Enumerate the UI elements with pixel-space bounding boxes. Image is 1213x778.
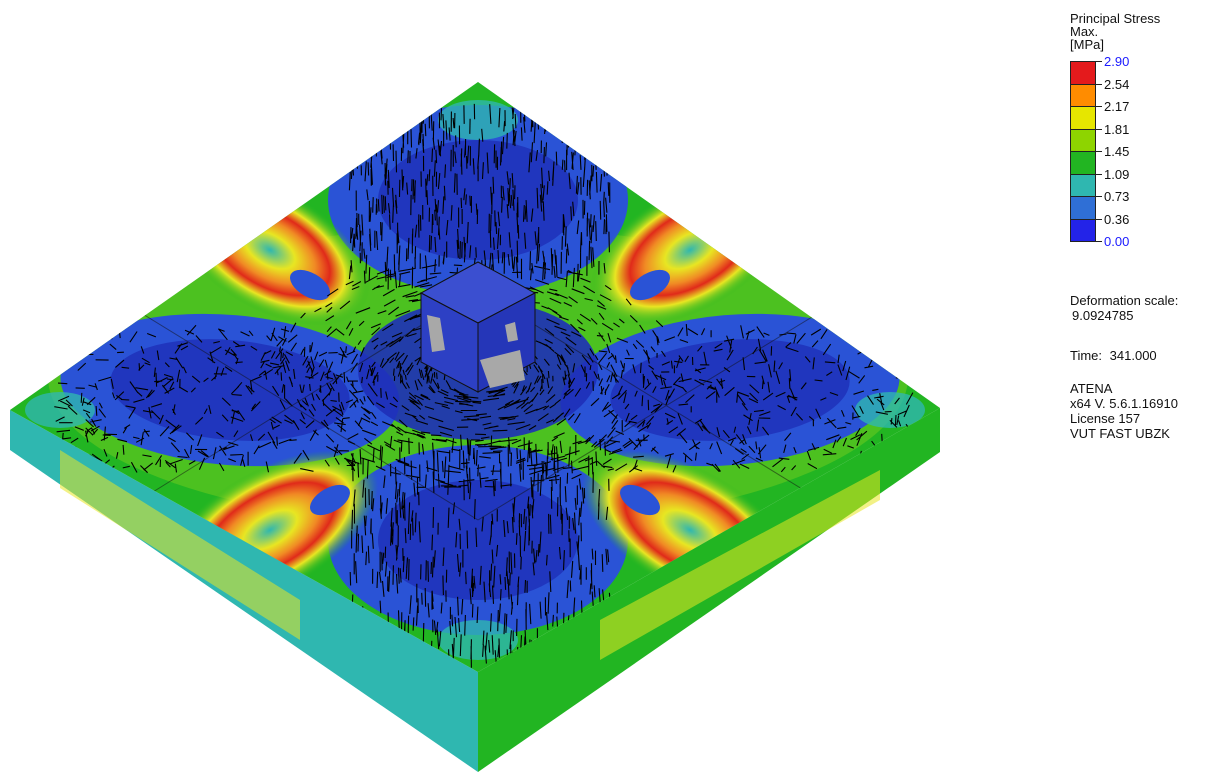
legend-swatch xyxy=(1070,196,1096,220)
legend-tick xyxy=(1096,83,1102,85)
crack-pattern xyxy=(54,101,914,670)
legend-title-line: Max. xyxy=(1070,24,1099,39)
stress-zone xyxy=(25,392,95,428)
legend-tick-label: 1.45 xyxy=(1104,144,1130,159)
time-label: Time: xyxy=(1070,348,1103,363)
legend-tick-label: 2.17 xyxy=(1104,99,1130,114)
legend-tick xyxy=(1096,128,1102,130)
stress-zone xyxy=(310,484,350,516)
legend-title: Principal Stress Max. [MPa] xyxy=(1070,12,1213,51)
legend-swatch xyxy=(1070,83,1096,107)
stress-zone xyxy=(630,269,670,301)
legend-swatch xyxy=(1070,218,1096,242)
license-text: License 157 xyxy=(1070,411,1141,426)
legend-tick-label: 1.09 xyxy=(1104,166,1130,182)
legend-scale: 2.90 2.54 2.17 1.81 1.45 1.09 0.73 0.36 0.00 xyxy=(1070,54,1213,249)
deformation-scale-block: Deformation scale: 9.0924785 xyxy=(1070,293,1178,323)
legend-title-line: Principal Stress xyxy=(1070,11,1161,26)
legend-tick xyxy=(1096,241,1102,242)
deformation-scale-value: 9.0924785 xyxy=(1072,308,1134,323)
slab-grid-line xyxy=(119,289,841,521)
legend-tick xyxy=(1096,151,1102,152)
slab-stress-plot xyxy=(10,82,940,772)
model-viewport[interactable] xyxy=(0,0,1000,773)
color-legend: Principal Stress Max. [MPa] 2.90 2.54 2.17… xyxy=(1070,12,1213,249)
legend-tick-label: 0.00 xyxy=(1104,234,1130,249)
stress-zone xyxy=(438,100,518,140)
legend-tick-label: 2.90 xyxy=(1104,54,1130,69)
software-version: x64 V. 5.6.1.16910 xyxy=(1070,396,1178,411)
legend-tick xyxy=(1096,173,1102,175)
blue-stress-zone xyxy=(110,339,350,441)
legend-swatch xyxy=(1070,151,1096,175)
deformation-scale-label: Deformation scale: xyxy=(1070,293,1179,308)
software-info: ATENA x64 V. 5.6.1.16910 License 157 VUT… xyxy=(1070,381,1178,441)
legend-swatch xyxy=(1070,173,1096,197)
time-value: 341.000 xyxy=(1109,348,1157,363)
stress-zone xyxy=(620,484,660,516)
legend-tick-label: 0.36 xyxy=(1104,211,1130,227)
legend-tick-label: 1.81 xyxy=(1104,121,1130,137)
legend-tick-label: 0.73 xyxy=(1104,189,1130,204)
legend-swatch xyxy=(1070,61,1096,85)
legend-tick-label: 2.54 xyxy=(1104,76,1130,92)
legend-swatch xyxy=(1070,106,1096,130)
legend-tick xyxy=(1096,196,1102,197)
stress-zone xyxy=(290,269,330,301)
blue-stress-zone xyxy=(378,140,578,260)
legend-swatch xyxy=(1070,128,1096,152)
time-block: Time: 341.000 xyxy=(1070,348,1157,363)
software-name: ATENA xyxy=(1070,381,1113,396)
legend-tick xyxy=(1096,218,1102,220)
owner-text: VUT FAST UBZK xyxy=(1070,426,1170,441)
legend-tick xyxy=(1096,61,1102,62)
legend-unit: [MPa] xyxy=(1070,37,1104,52)
blue-stress-zone xyxy=(378,480,578,600)
stress-zone xyxy=(855,392,925,428)
legend-tick xyxy=(1096,106,1102,107)
